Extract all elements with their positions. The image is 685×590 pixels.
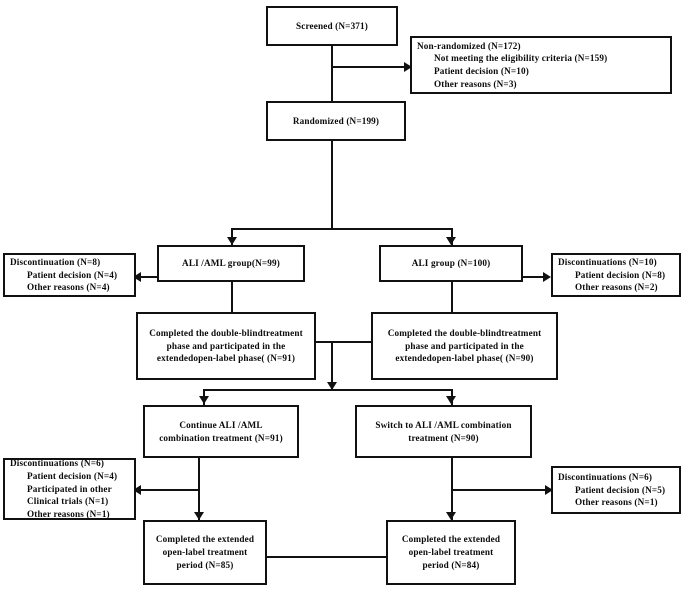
node-completed-ext-left[interactable]: Completed the extended open-label treatm… [143,520,267,585]
connector-to-non-randomized [331,66,410,69]
node-completed-db-right-line1: Completed the double-blindtreatment [387,327,542,338]
connector-completed-db-join [316,341,376,344]
node-completed-db-left-line1: Completed the double-blindtreatment [149,327,303,338]
arrowhead-to-switch [446,396,457,404]
arrowhead-completed-db-down [326,382,337,390]
node-randomized[interactable]: Randomized (N=199) [266,101,406,141]
node-discontinuations-right-2-line1: Discontinuations (N=6) [558,471,653,482]
node-completed-ext-right-line3: period (N=84) [422,559,480,570]
node-ali-group-line1: ALI group (N=100) [411,258,491,269]
node-discontinuations-left-2-line4: Clinical trials (N=1) [27,496,109,507]
node-completed-db-left[interactable]: Completed the double-blindtreatment phas… [136,312,316,380]
node-completed-ext-right-line1: Completed the extended [401,534,501,545]
node-non-randomized[interactable]: Non-randomized (N=172) Not meeting the e… [410,36,672,94]
node-completed-db-right-line2: phase and participated in the [405,340,524,351]
connector-ali-to-completed [450,270,453,315]
arrowhead-to-ali-group [446,237,457,245]
arrowhead-to-disc-left-1 [133,271,141,282]
node-switch-treatment-line2: treatment (N=90) [408,432,479,443]
node-switch-treatment[interactable]: Switch to ALI /AML combination treatment… [355,405,532,458]
node-non-randomized-line1: Non-randomized (N=172) [417,40,521,51]
arrowhead-to-ali-aml-group [226,237,237,245]
connector-continue-to-completed-ext [198,458,201,520]
connector-to-disc-right-2 [450,489,548,492]
connector-to-disc-left-2 [140,489,199,492]
connector-randomized-split [231,228,453,231]
node-completed-db-right[interactable]: Completed the double-blindtreatment phas… [371,312,558,380]
node-completed-db-left-line3: extendedopen-label phase( (N=91) [156,353,296,364]
arrowhead-to-disc-left-2 [133,484,141,495]
node-completed-ext-right-line2: open-label treatment [408,547,494,558]
node-discontinuations-right-2[interactable]: Discontinuations (N=6) Patient decision … [551,466,681,514]
node-completed-ext-left-line1: Completed the extended [155,534,255,545]
arrowhead-continue-to-completed-ext [193,512,204,520]
node-completed-ext-left-line3: period (N=85) [176,559,234,570]
node-continue-treatment[interactable]: Continue ALI /AML combination treatment … [143,405,299,458]
arrowhead-to-disc-right-2 [545,484,553,495]
node-completed-ext-left-line2: open-label treatment [162,547,248,558]
node-continue-treatment-line2: combination treatment (N=91) [159,432,283,443]
node-discontinuations-left-2-line2: Patient decision (N=4) [27,470,118,481]
arrowhead-switch-to-completed-ext [446,512,457,520]
node-discontinuations-left-2-line3: Participated in other [27,483,112,494]
connector-ali-aml-to-completed [231,270,234,315]
node-discontinuations-left-2-line5: Other reasons (N=1) [27,509,110,520]
connector-randomized-trunk [331,140,334,230]
node-switch-treatment-line1: Switch to ALI /AML combination [375,419,512,430]
connector-completed-db-down [331,341,334,391]
connector-completed-ext-join [266,556,386,559]
node-continue-treatment-line1: Continue ALI /AML [179,419,263,430]
node-discontinuation-left-1-line3: Other reasons (N=4) [27,282,110,293]
node-discontinuations-right-1[interactable]: Discontinuations (N=10) Patient decision… [551,253,681,297]
node-discontinuations-right-2-line2: Patient decision (N=5) [575,484,666,495]
node-discontinuations-right-1-line1: Discontinuations (N=10) [558,256,657,267]
node-screened[interactable]: Screened (N=371) [266,6,398,46]
node-completed-db-right-line3: extendedopen-label phase( (N=90) [395,353,534,364]
node-ali-aml-group[interactable]: ALI /AML group(N=99) [157,245,305,282]
node-discontinuations-right-2-line3: Other reasons (N=1) [575,497,658,508]
node-non-randomized-line2: Not meeting the eligibility criteria (N=… [434,53,608,64]
node-discontinuations-left-2[interactable]: Discontinuations (N=6) Patient decision … [3,458,136,520]
node-discontinuations-right-1-line3: Other reasons (N=2) [575,282,658,293]
node-non-randomized-line4: Other reasons (N=3) [434,78,517,89]
node-ali-group[interactable]: ALI group (N=100) [379,245,523,282]
node-discontinuations-right-1-line2: Patient decision (N=8) [575,269,666,280]
arrowhead-to-non-randomized [404,61,412,72]
arrowhead-to-continue [198,396,209,404]
arrowhead-to-disc-right-1 [543,271,551,282]
node-discontinuation-left-1-line1: Discontinuation (N=8) [10,256,101,267]
node-discontinuation-left-1-line2: Patient decision (N=4) [27,269,118,280]
node-randomized-line1: Randomized (N=199) [292,115,380,126]
node-non-randomized-line3: Patient decision (N=10) [434,66,529,76]
node-completed-ext-right[interactable]: Completed the extended open-label treatm… [386,520,516,585]
connector-openlabel-split [203,389,453,392]
node-completed-db-left-line2: phase and participated in the [166,340,286,351]
connector-screened-to-randomized [331,45,334,110]
node-screened-line1: Screened (N=371) [295,20,369,31]
node-ali-aml-group-line1: ALI /AML group(N=99) [182,258,280,269]
node-discontinuations-left-2-line1: Discontinuations (N=6) [10,458,105,469]
node-discontinuation-left-1[interactable]: Discontinuation (N=8) Patient decision (… [3,253,136,297]
